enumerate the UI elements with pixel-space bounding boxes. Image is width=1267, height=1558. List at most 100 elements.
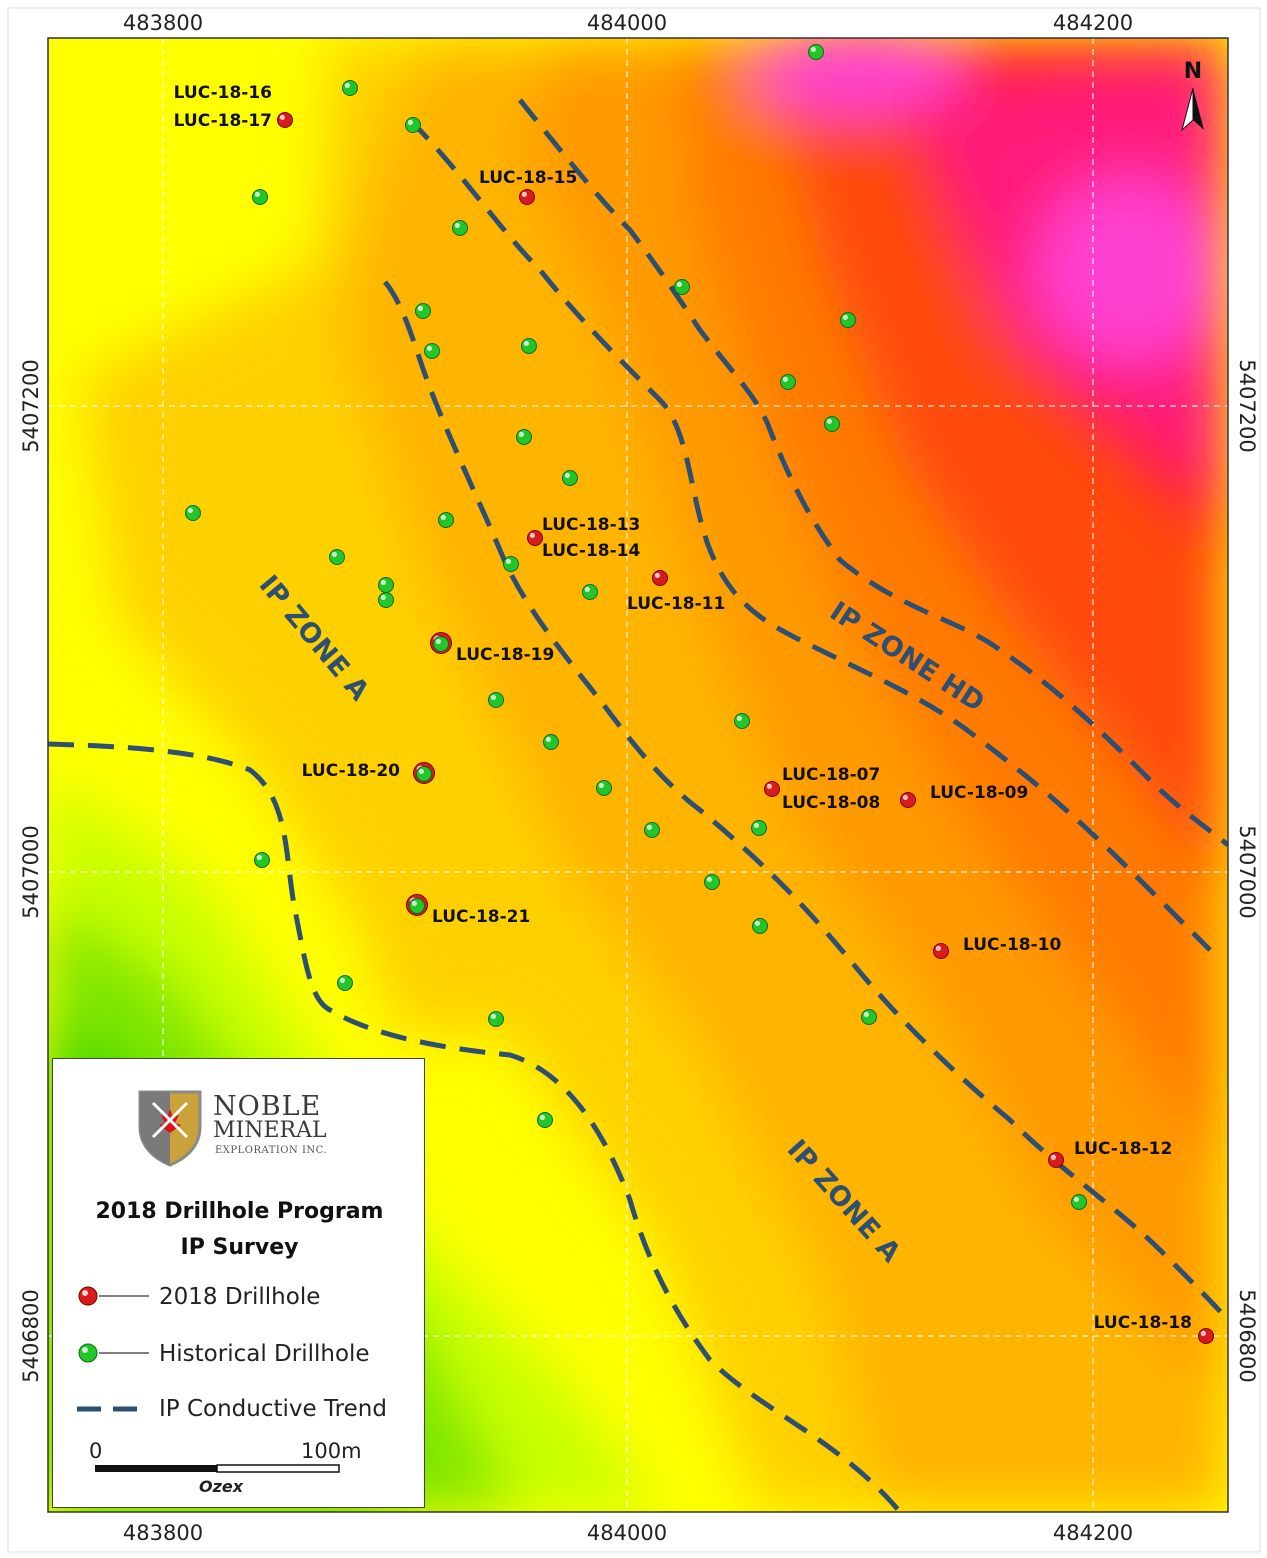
marker-highlight: [1050, 1154, 1056, 1160]
x-tick-label: 484000: [587, 1521, 667, 1545]
marker-highlight: [676, 281, 682, 287]
historical-drillhole-marker: [537, 1112, 553, 1128]
marker-highlight: [826, 418, 832, 424]
marker-highlight: [902, 794, 908, 800]
legend-title: 2018 Drillhole Program: [95, 1199, 384, 1224]
historical-drillhole-marker: [808, 44, 824, 60]
trend-line-4: [48, 741, 902, 1512]
marker-highlight: [279, 114, 285, 120]
marker-highlight: [598, 782, 604, 788]
marker-highlight: [736, 715, 742, 721]
historical-drillhole-marker: [415, 303, 431, 319]
y-tick-label: 5407000: [1235, 825, 1259, 919]
legend-item-ip-trend: IP Conductive Trend: [159, 1396, 387, 1422]
drillholes-2018: LUC-18-16LUC-18-17LUC-18-15LUC-18-13LUC-…: [174, 83, 1214, 1344]
marker-highlight: [754, 920, 760, 926]
legend-item-2018-drillhole: 2018 Drillhole: [159, 1284, 321, 1310]
logo-text-noble: NOBLE: [213, 1091, 322, 1122]
marker-highlight: [254, 191, 260, 197]
logo-text-mineral: MINERAL: [213, 1118, 327, 1143]
dashed-trend-symbol-icon: [77, 1406, 149, 1412]
legend-item-historical-drillhole: Historical Drillhole: [159, 1341, 370, 1367]
map-legend: NOBLE MINERAL EXPLORATION INC. 2018 Dril…: [52, 1058, 425, 1508]
historical-drillhole-marker: [704, 874, 720, 890]
north-label: N: [1184, 59, 1202, 84]
trend-line-1: [518, 98, 1228, 847]
drillhole-label: LUC-18-19: [456, 645, 554, 665]
historical-drillhole-marker: [674, 279, 690, 295]
marker-highlight: [521, 191, 527, 197]
drillhole-2018-marker: [1048, 1152, 1064, 1168]
drillhole-label: LUC-18-07: [782, 765, 880, 785]
drillhole-label: LUC-18-09: [930, 783, 1028, 803]
logo-text-exploration: EXPLORATION INC.: [215, 1145, 328, 1156]
historical-drillhole-marker: [824, 416, 840, 432]
marker-highlight: [564, 472, 570, 478]
drillhole-label: LUC-18-08: [782, 793, 880, 813]
drillhole-label: LUC-18-17: [174, 111, 272, 131]
drillhole-2018-marker: [1198, 1328, 1214, 1344]
marker-highlight: [782, 376, 788, 382]
scale-bar: [95, 1464, 340, 1473]
marker-highlight: [331, 551, 337, 557]
historical-drillhole-marker: [409, 898, 425, 914]
marker-highlight: [584, 586, 590, 592]
scale-start-label: 0: [89, 1439, 103, 1463]
marker-highlight: [766, 783, 772, 789]
marker-highlight: [418, 768, 424, 774]
x-tick-label: 484000: [587, 11, 667, 35]
y-tick-label: 5407200: [1235, 359, 1259, 453]
marker-highlight: [339, 977, 345, 983]
marker-highlight: [380, 594, 386, 600]
historical-drillhole-marker: [543, 734, 559, 750]
historical-drillhole-marker: [751, 820, 767, 836]
trend-line-3: [383, 280, 1228, 1322]
historical-drillhole-marker: [734, 713, 750, 729]
marker-highlight: [256, 854, 262, 860]
scale-end-label: 100m: [301, 1439, 362, 1463]
x-tick-label: 484200: [1053, 11, 1133, 35]
historical-drillhole-marker: [329, 549, 345, 565]
drillhole-2018-marker: [933, 943, 949, 959]
marker-highlight: [935, 945, 941, 951]
historical-drillhole-marker: [438, 512, 454, 528]
drillhole-label: LUC-18-18: [1094, 1313, 1192, 1333]
drillhole-2018-marker: [277, 112, 293, 128]
company-logo: NOBLE MINERAL EXPLORATION INC.: [135, 1087, 335, 1167]
historical-drillhole-marker: [516, 429, 532, 445]
x-tick-label: 483800: [123, 1521, 203, 1545]
marker-highlight: [1200, 1330, 1206, 1336]
marker-highlight: [380, 579, 386, 585]
marker-highlight: [523, 340, 529, 346]
historical-drillhole-marker: [378, 592, 394, 608]
historical-drillhole-marker: [254, 852, 270, 868]
historical-drillhole-marker: [582, 584, 598, 600]
historical-drillhole-marker: [503, 556, 519, 572]
historical-drillhole-marker: [752, 918, 768, 934]
marker-highlight: [490, 694, 496, 700]
marker-highlight: [545, 736, 551, 742]
drillhole-2018-marker: [519, 189, 535, 205]
marker-highlight: [435, 638, 441, 644]
drillhole-2018-marker: [527, 530, 543, 546]
y-axis-ticks-left: 5407200 5407000 5406800: [19, 359, 43, 1383]
y-tick-label: 5406800: [1235, 1289, 1259, 1383]
x-axis-ticks-top: 483800 484000 484200: [123, 11, 1133, 35]
marker-highlight: [539, 1114, 545, 1120]
marker-highlight: [426, 345, 432, 351]
drillhole-label: LUC-18-16: [174, 83, 272, 103]
marker-highlight: [529, 532, 535, 538]
historical-drillholes: [185, 44, 1087, 1210]
shield-icon: [138, 1090, 202, 1167]
historical-drillhole-marker: [840, 312, 856, 328]
historical-drillhole-marker: [424, 343, 440, 359]
historical-drillhole-marker: [488, 692, 504, 708]
green-drillhole-symbol-icon: [78, 1343, 149, 1363]
marker-highlight: [490, 1013, 496, 1019]
y-tick-label: 5406800: [19, 1289, 43, 1383]
legend-subtitle: IP Survey: [180, 1235, 299, 1260]
marker-highlight: [440, 514, 446, 520]
marker-highlight: [417, 305, 423, 311]
drillhole-label: LUC-18-20: [302, 761, 400, 781]
marker-highlight: [706, 876, 712, 882]
